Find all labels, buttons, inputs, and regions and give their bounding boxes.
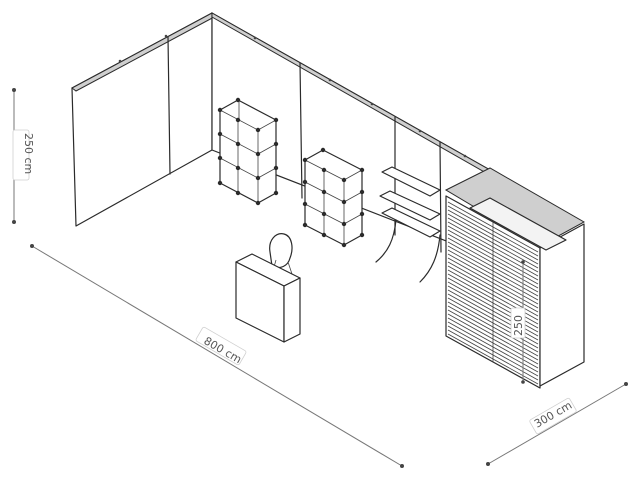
cube-shelf-unit-middle bbox=[302, 147, 365, 248]
cabin-height-dimension: 250 bbox=[510, 260, 526, 384]
reception-counter bbox=[235, 253, 301, 343]
cabin-height-label: 250 bbox=[512, 315, 525, 336]
length-dimension: 800 cm bbox=[30, 244, 404, 468]
back-wall-left bbox=[71, 12, 217, 227]
cube-shelf-unit-left bbox=[217, 97, 279, 206]
wall-shelves bbox=[375, 166, 441, 283]
height-label: 250 cm bbox=[22, 133, 35, 174]
depth-dimension: 300 cm bbox=[486, 382, 628, 466]
chair bbox=[269, 233, 293, 275]
storage-cabin bbox=[444, 167, 586, 389]
height-dimension: 250 cm bbox=[12, 88, 35, 224]
